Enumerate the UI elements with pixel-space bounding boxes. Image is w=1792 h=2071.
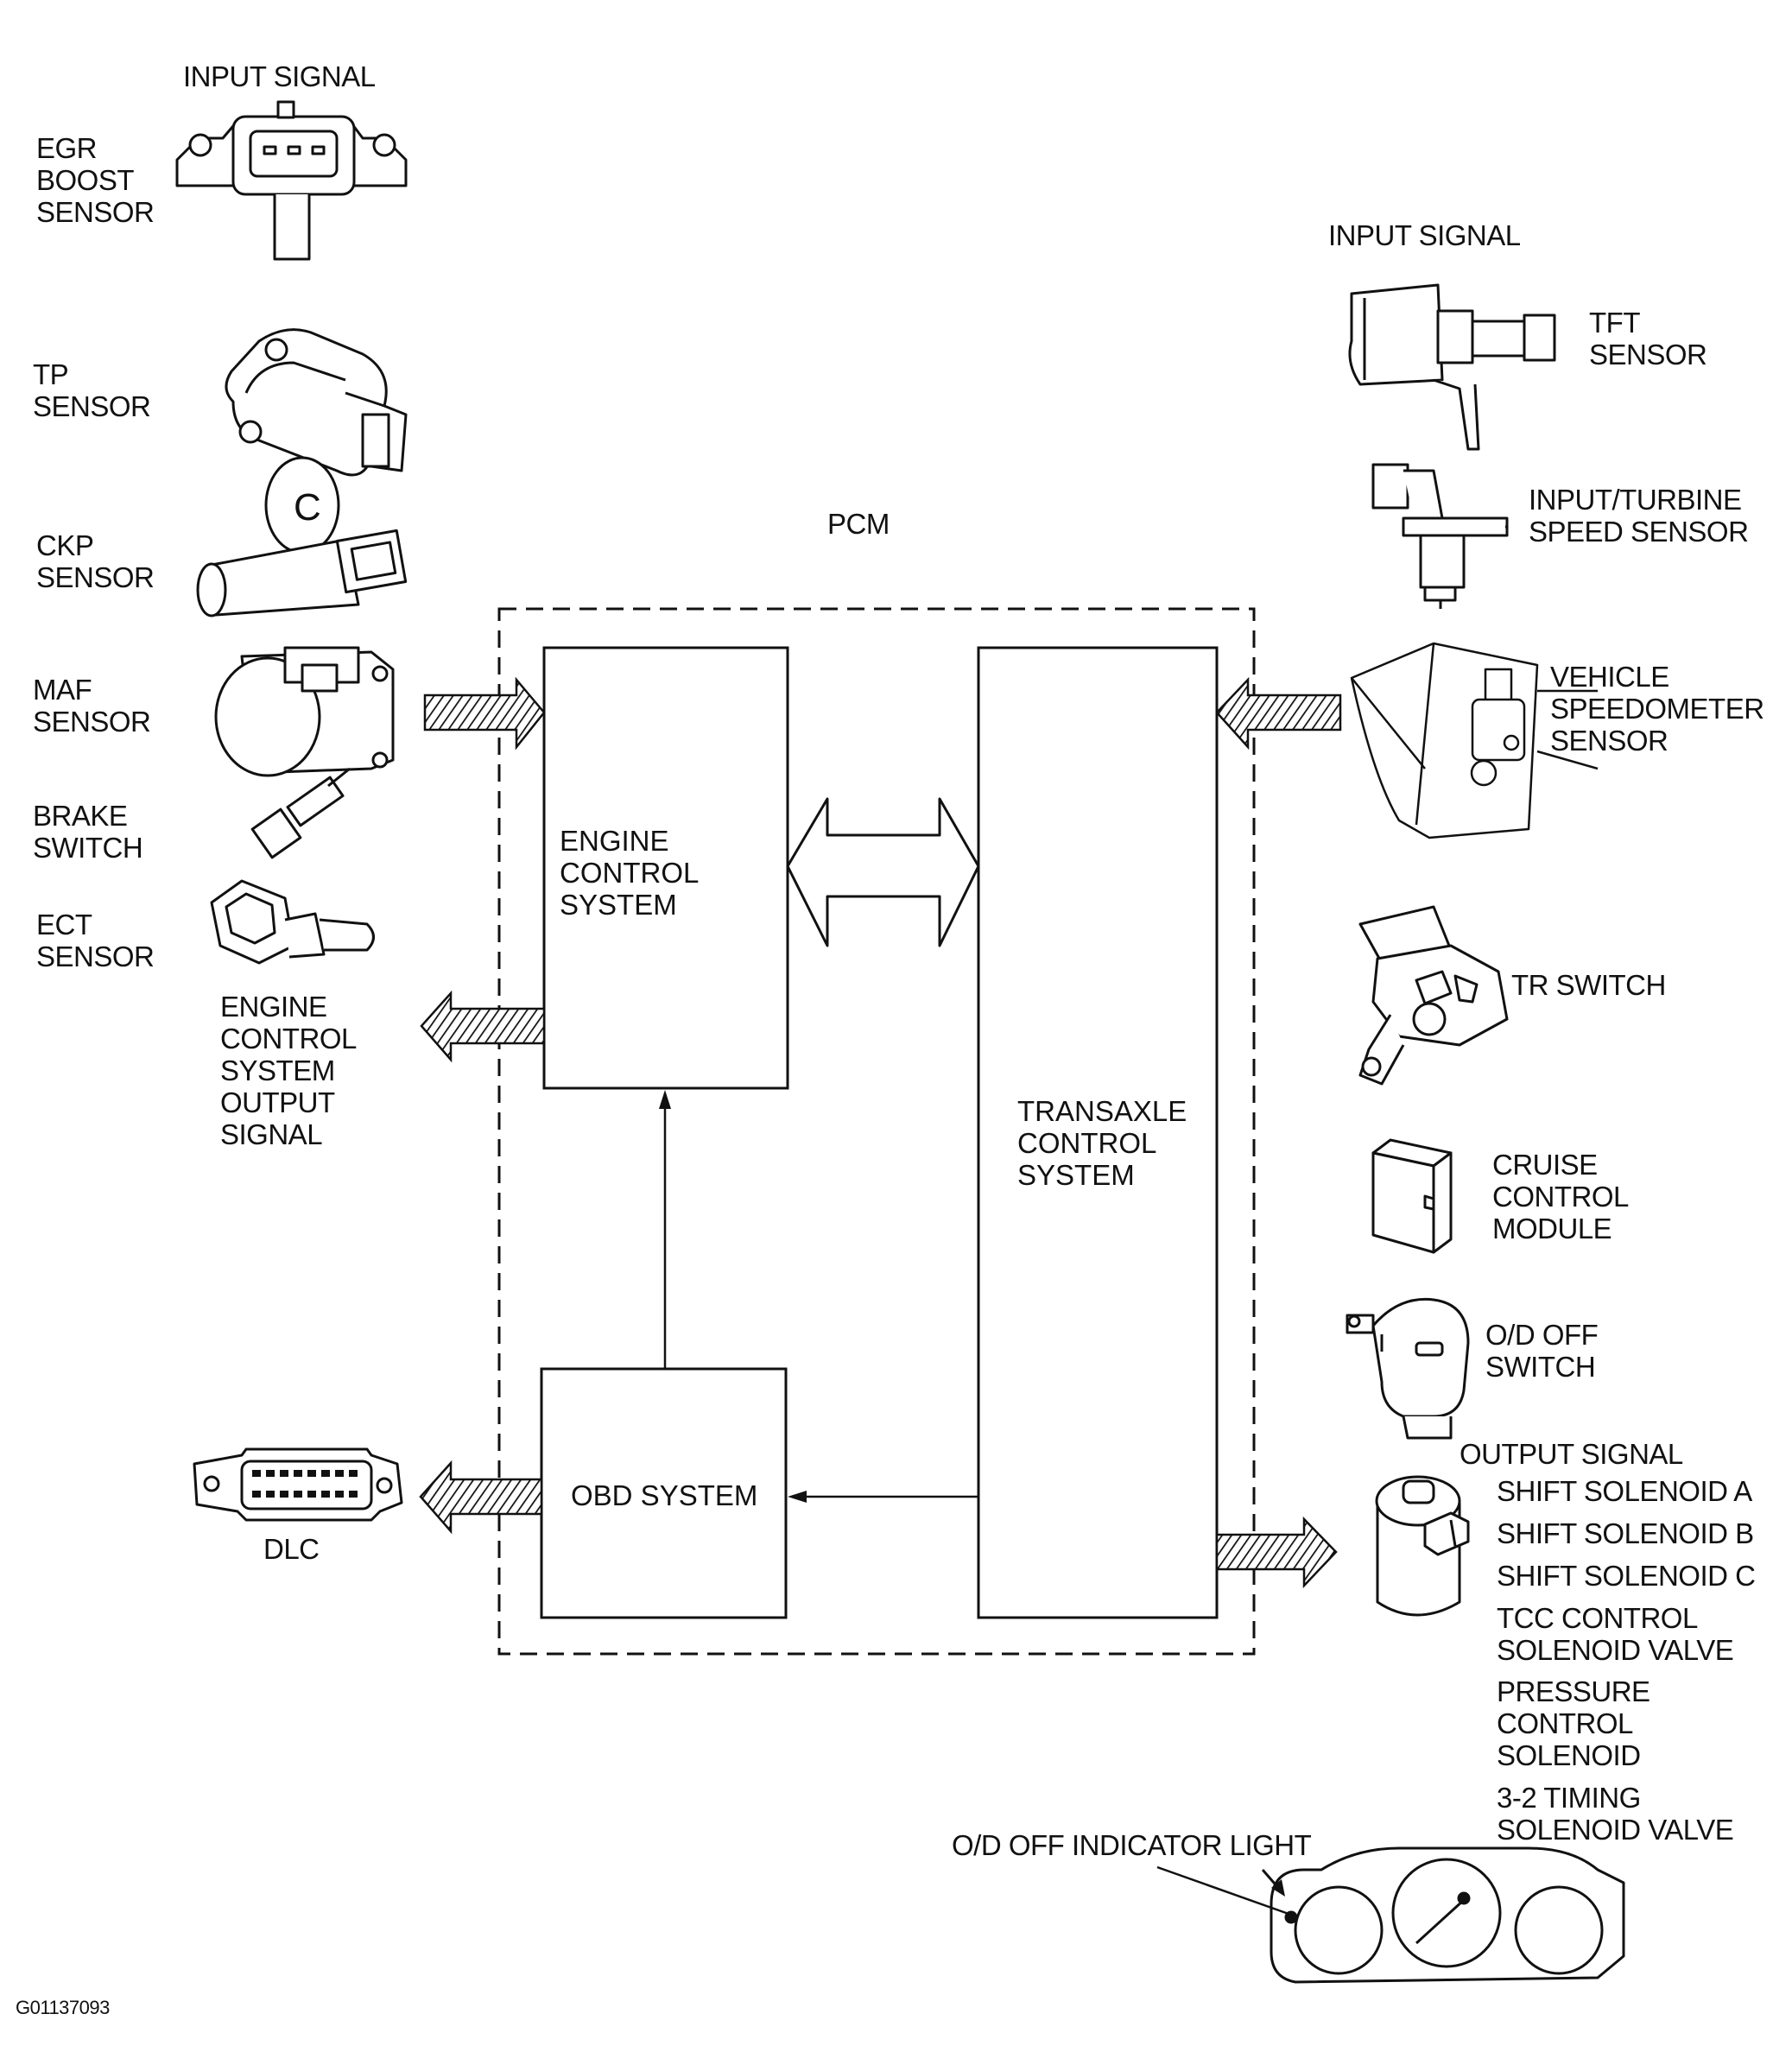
brake-switch-label: BRAKE SWITCH [33, 800, 143, 864]
shift-solenoid-icon [1375, 1475, 1470, 1617]
egr-boost-sensor-icon [175, 100, 408, 261]
obd-to-dlc-arrow [419, 1460, 543, 1535]
maf-sensor-label: MAF SENSOR [33, 674, 151, 738]
tr-switch-label: TR SWITCH [1511, 969, 1666, 1001]
ckp-sensor-icon: C [196, 456, 408, 618]
tp-sensor-icon [225, 328, 408, 477]
transaxle-control-system-block [977, 646, 1219, 1619]
engine-output-arrow [420, 990, 546, 1063]
engine-control-system-label: ENGINE CONTROL SYSTEM [560, 825, 700, 921]
left-input-signal-heading: INPUT SIGNAL [183, 60, 376, 92]
od-off-switch-icon [1346, 1297, 1470, 1440]
transaxle-to-obd-arrowhead [788, 1491, 807, 1503]
tr-switch-icon [1358, 905, 1509, 1086]
od-off-indicator-light-label: O/D OFF INDICATOR LIGHT [952, 1829, 1312, 1861]
cruise-control-module-icon [1371, 1138, 1453, 1254]
tft-sensor-icon [1348, 283, 1556, 451]
vehicle-speedometer-sensor-label: VEHICLE SPEEDOMETER SENSOR [1550, 661, 1764, 757]
cruise-control-module-label: CRUISE CONTROL MODULE [1492, 1149, 1629, 1244]
egr-boost-sensor-label: EGR BOOST SENSOR [36, 132, 155, 228]
ect-sensor-label: ECT SENSOR [36, 909, 155, 972]
output-pressure-control-solenoid: PRESSURE CONTROL SOLENOID [1497, 1675, 1650, 1771]
input-arrow-left [423, 676, 546, 750]
output-signal-heading: OUTPUT SIGNAL [1460, 1438, 1683, 1470]
output-shift-solenoid-a: SHIFT SOLENOID A [1497, 1475, 1752, 1507]
engine-transaxle-bidirectional-arrow [786, 797, 980, 947]
indicator-leader-line [1156, 1865, 1289, 1916]
instrument-cluster-icon [1270, 1846, 1625, 1984]
svg-text:C: C [294, 486, 321, 529]
pcm-boundary [497, 607, 1256, 1656]
tp-sensor-label: TP SENSOR [33, 358, 151, 422]
output-shift-solenoid-b: SHIFT SOLENOID B [1497, 1517, 1754, 1549]
obd-system-label: OBD SYSTEM [571, 1479, 758, 1511]
turbine-speed-sensor-label: INPUT/TURBINE SPEED SENSOR [1529, 484, 1749, 548]
od-off-switch-label: O/D OFF SWITCH [1485, 1319, 1599, 1383]
input-arrow-right [1215, 676, 1342, 750]
engine-control-output-label: ENGINE CONTROL SYSTEM OUTPUT SIGNAL [220, 991, 357, 1150]
pcm-label: PCM [827, 508, 890, 540]
tft-sensor-label: TFT SENSOR [1589, 307, 1707, 370]
brake-switch-icon [250, 767, 351, 859]
indicator-arrowhead [1271, 1879, 1285, 1897]
vehicle-speedometer-sensor-icon [1350, 642, 1599, 839]
transaxle-output-arrow [1215, 1516, 1338, 1589]
turbine-speed-sensor-icon [1371, 463, 1509, 609]
dlc-connector-icon [193, 1447, 403, 1522]
ect-sensor-icon [210, 879, 375, 965]
dlc-label: DLC [263, 1533, 320, 1565]
transaxle-control-system-label: TRANSAXLE CONTROL SYSTEM [1017, 1095, 1187, 1191]
obd-to-engine-arrowhead [659, 1090, 671, 1109]
output-shift-solenoid-c: SHIFT SOLENOID C [1497, 1560, 1756, 1592]
maf-sensor-icon [214, 646, 395, 777]
output-3-2-timing-solenoid: 3-2 TIMING SOLENOID VALVE [1497, 1782, 1734, 1846]
ckp-sensor-label: CKP SENSOR [36, 529, 155, 593]
output-tcc-control-solenoid: TCC CONTROL SOLENOID VALVE [1497, 1602, 1734, 1666]
engine-control-system-block [542, 646, 789, 1090]
figure-id: G01137093 [16, 1997, 110, 2018]
right-input-signal-heading: INPUT SIGNAL [1328, 219, 1521, 251]
